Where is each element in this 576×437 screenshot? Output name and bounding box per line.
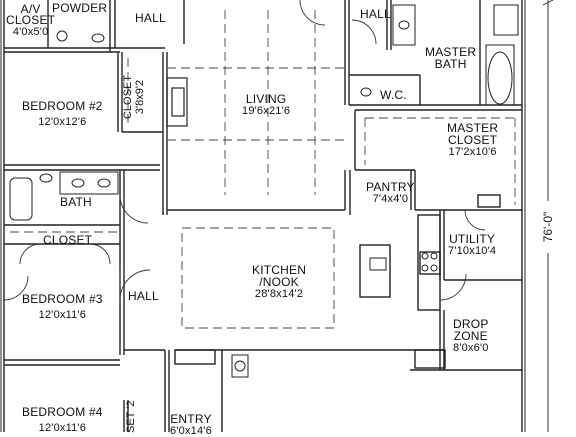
room-name: PANTRY bbox=[366, 180, 415, 194]
room-name: BEDROOM #4 bbox=[22, 405, 103, 419]
room-dims: 7'10x10'4 bbox=[448, 245, 497, 257]
room-master-closet: MASTER CLOSET 17'2x10'6 bbox=[447, 122, 498, 158]
room-name: CLOSET bbox=[448, 133, 498, 147]
room-dims: 28'8x14'2 bbox=[254, 288, 304, 300]
room-hall-top-right: HALL bbox=[360, 8, 391, 20]
room-name: POWDER bbox=[52, 1, 108, 15]
room-hall-mid: HALL bbox=[128, 290, 159, 302]
room-name: CLOSET bbox=[122, 75, 134, 120]
room-kitchen: KITCHEN /NOOK 28'8x14'2 bbox=[252, 264, 306, 300]
room-name: HALL bbox=[360, 7, 391, 21]
room-name: ENTRY bbox=[170, 412, 212, 426]
room-name: MASTER bbox=[447, 121, 499, 135]
room-dims: 3'8x9'2 bbox=[134, 79, 146, 115]
room-name: HALL bbox=[135, 11, 166, 25]
room-name: BEDROOM #2 bbox=[22, 99, 103, 113]
room-closet-bottom: SET '2 bbox=[125, 400, 137, 433]
room-name: BEDROOM #3 bbox=[22, 292, 103, 306]
room-name: BATH bbox=[60, 195, 92, 209]
room-name: CLOSET bbox=[43, 233, 93, 247]
room-dims: 17'2x10'6 bbox=[448, 146, 497, 158]
room-master-bath: MASTER BATH bbox=[425, 46, 476, 70]
room-pantry: PANTRY 7'4x4'0 bbox=[366, 181, 415, 205]
room-name: MASTER bbox=[425, 45, 477, 59]
room-dims: 4'0x5'0 bbox=[12, 26, 49, 38]
dimension-text: 76'-0" bbox=[541, 211, 555, 243]
room-wc: W.C. bbox=[380, 89, 407, 101]
room-bedroom-3: BEDROOM #3 12'0x11'6 bbox=[22, 293, 103, 321]
room-name: A/V bbox=[20, 2, 41, 16]
room-entry: ENTRY 6'0x14'6 bbox=[170, 413, 212, 437]
room-name: CLOSET bbox=[6, 13, 56, 27]
room-closet-side: CLOSET 3'8x9'2 bbox=[122, 67, 146, 127]
room-name: HALL bbox=[128, 289, 159, 303]
room-dims: 6'0x14'6 bbox=[170, 425, 212, 437]
room-name: DROP bbox=[453, 317, 489, 331]
room-dims: '2 bbox=[125, 400, 137, 409]
room-closet-hall: CLOSET bbox=[43, 234, 92, 246]
room-dims: 12'0x11'6 bbox=[38, 309, 87, 321]
room-living: LIVING 19'6x21'6 bbox=[242, 93, 290, 117]
overall-dimension-label: 76'-0" bbox=[541, 201, 555, 253]
room-dims: 12'0x12'6 bbox=[38, 116, 87, 128]
room-hall-top: HALL bbox=[135, 12, 166, 24]
room-name: ZONE bbox=[453, 329, 488, 343]
room-name: W.C. bbox=[380, 88, 407, 102]
room-dims: 19'6x21'6 bbox=[242, 105, 291, 117]
room-name: KITCHEN bbox=[252, 263, 307, 277]
room-powder: POWDER bbox=[52, 2, 107, 14]
room-av-closet: A/V CLOSET 4'0x5'0 bbox=[6, 3, 55, 38]
room-name: /NOOK bbox=[259, 275, 299, 289]
room-drop-zone: DROP ZONE 8'0x6'0 bbox=[453, 318, 489, 354]
room-dims: 7'4x4'0 bbox=[372, 193, 409, 205]
room-name: UTILITY bbox=[449, 232, 496, 246]
room-dims: 12'0x11'6 bbox=[38, 422, 87, 434]
room-name: BATH bbox=[434, 57, 467, 71]
room-dims: 8'0x6'0 bbox=[453, 342, 489, 354]
room-bedroom-2: BEDROOM #2 12'0x12'6 bbox=[22, 100, 103, 128]
room-bedroom-4: BEDROOM #4 12'0x11'6 bbox=[22, 406, 103, 434]
room-name: LIVING bbox=[245, 92, 287, 106]
room-bath: BATH bbox=[60, 196, 92, 208]
room-name: SET bbox=[125, 411, 137, 433]
room-utility: UTILITY 7'10x10'4 bbox=[448, 233, 496, 257]
